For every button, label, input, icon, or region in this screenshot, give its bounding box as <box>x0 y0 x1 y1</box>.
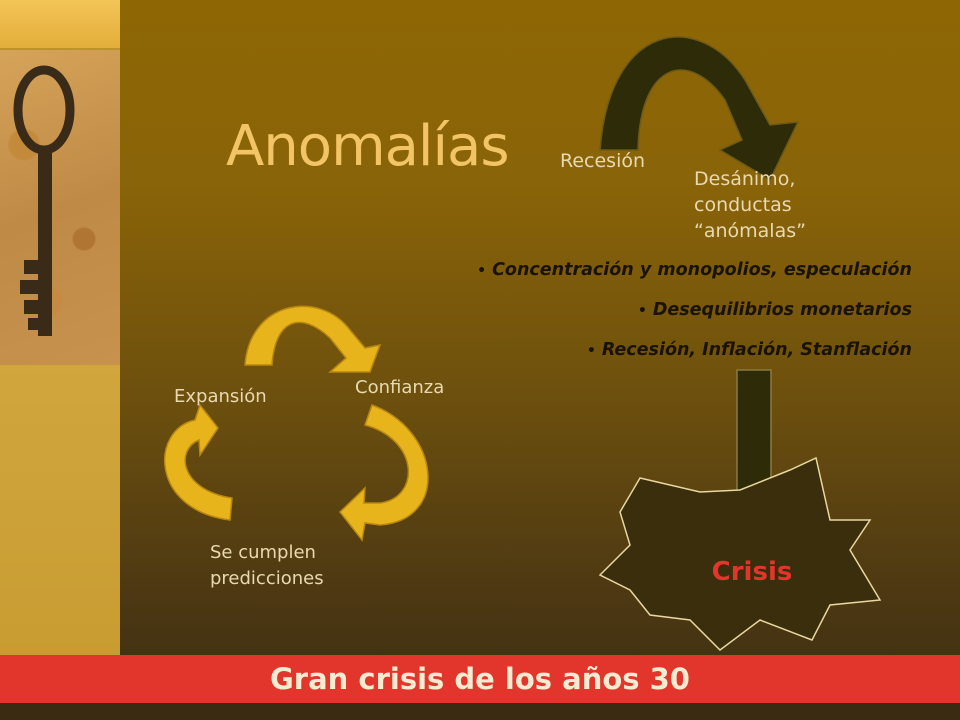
key-image <box>0 50 120 365</box>
bullet-item: •Recesión, Inflación, Stanflación <box>586 340 912 360</box>
page-title: Anomalías <box>226 114 510 179</box>
footer-title: Gran crisis de los años 30 <box>269 662 690 696</box>
footer-bar: Gran crisis de los años 30 <box>0 655 960 703</box>
bullet-item: •Concentración y monopolios, especulació… <box>477 260 912 280</box>
yellow-cycle-arrows <box>164 305 429 542</box>
label-expansion: Expansión <box>174 386 267 407</box>
label-predicciones: Se cumplen predicciones <box>210 542 324 589</box>
dark-curved-arrow <box>599 36 800 182</box>
footer-bottom-band <box>0 703 960 720</box>
label-desanimo: Desánimo, conductas “anómalas” <box>694 168 806 242</box>
bullet-list: •Concentración y monopolios, especulació… <box>477 256 912 376</box>
key-icon <box>13 65 75 336</box>
bullet-item: •Desequilibrios monetarios <box>637 300 912 320</box>
label-confianza: Confianza <box>355 377 445 398</box>
crisis-starburst <box>598 456 882 651</box>
label-recesion: Recesión <box>560 150 646 172</box>
left-top-band <box>0 0 120 48</box>
crisis-label: Crisis <box>711 557 793 587</box>
